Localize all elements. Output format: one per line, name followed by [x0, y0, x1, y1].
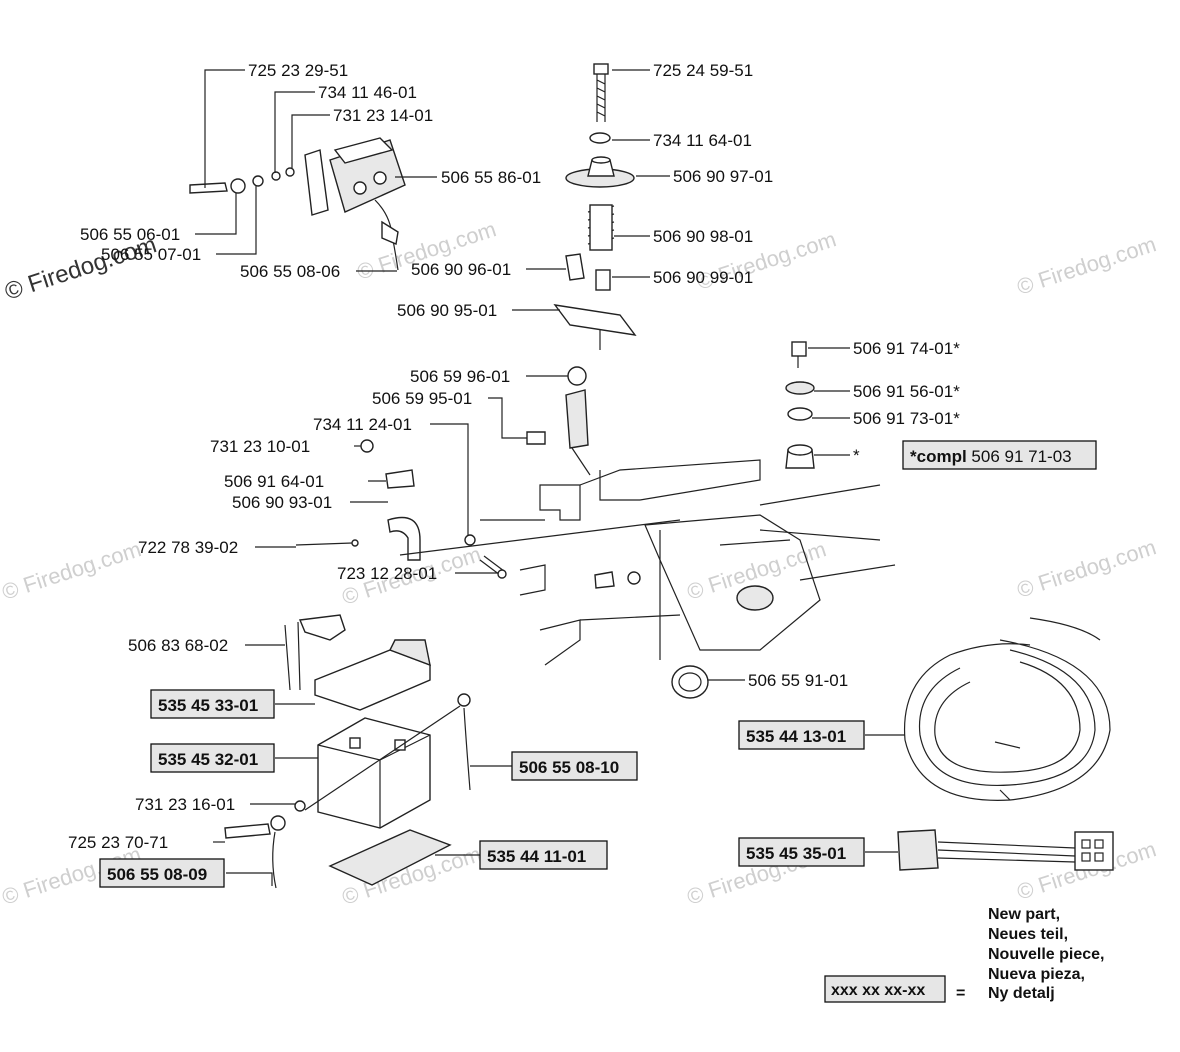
part-label: 731 23 10-01	[210, 437, 310, 456]
part-label: 725 24 59-51	[653, 61, 753, 80]
part-label: 506 91 64-01	[224, 472, 324, 491]
part-label: 734 11 64-01	[653, 131, 752, 150]
new-part-label: 535 45 35-01	[746, 844, 846, 863]
legend-line: Ny detalj	[988, 985, 1055, 1002]
part-labels: 725 23 29-51 734 11 46-01 731 23 14-01 5…	[68, 61, 960, 852]
part-label: 506 59 96-01	[410, 367, 510, 386]
part-label: 506 90 98-01	[653, 227, 753, 246]
part-label: 731 23 16-01	[135, 795, 235, 814]
part-label: 506 90 96-01	[411, 260, 511, 279]
wire-harness	[897, 617, 1114, 871]
new-part-label: 535 45 33-01	[158, 696, 258, 715]
watermark: © Firedog.com	[0, 536, 144, 604]
watermark: © Firedog.com	[1014, 231, 1159, 299]
key-switch	[785, 341, 815, 469]
legend: New part, Neues teil, Nouvelle piece, Nu…	[824, 906, 1105, 1003]
new-part-labels: 535 45 33-01 535 45 32-01 506 55 08-10 5…	[99, 440, 1097, 888]
kit-label: *compl 506 91 71-03	[910, 447, 1072, 466]
part-label: 734 11 46-01	[318, 83, 417, 102]
new-part-label: 535 45 32-01	[158, 750, 258, 769]
part-label: 506 91 74-01*	[853, 339, 960, 358]
part-label: 506 55 86-01	[441, 168, 541, 187]
part-label: 506 90 93-01	[232, 493, 332, 512]
new-part-label: 506 55 08-09	[107, 865, 207, 884]
legend-sample: xxx xx xx-xx	[831, 982, 925, 999]
part-label: 506 90 97-01	[673, 167, 773, 186]
legend-equals: =	[956, 985, 965, 1002]
frame-body	[480, 459, 896, 699]
part-label: 725 23 70-71	[68, 833, 168, 852]
new-part-label: 535 44 13-01	[746, 727, 846, 746]
part-label: *	[853, 446, 860, 465]
part-label: 506 83 68-02	[128, 636, 228, 655]
new-part-label: 535 44 11-01	[487, 847, 586, 866]
legend-line: New part,	[988, 906, 1060, 923]
part-label: 722 78 39-02	[138, 538, 238, 557]
part-label: 506 90 99-01	[653, 268, 753, 287]
part-label: 506 55 07-01	[101, 245, 201, 264]
part-label: 506 59 95-01	[372, 389, 472, 408]
part-label: 506 90 95-01	[397, 301, 497, 320]
part-label: 723 12 28-01	[337, 564, 437, 583]
legend-line: Neues teil,	[988, 926, 1068, 943]
linkage-parts	[295, 439, 507, 579]
part-label: 506 55 91-01	[748, 671, 848, 690]
legend-line: Nueva pieza,	[988, 966, 1085, 983]
part-label: 731 23 14-01	[333, 106, 433, 125]
watermark: © Firedog.com	[1014, 534, 1159, 602]
part-label: 506 91 73-01*	[853, 409, 960, 428]
part-label: 725 23 29-51	[248, 61, 348, 80]
part-label: 734 11 24-01	[313, 415, 412, 434]
legend-line: Nouvelle piece,	[988, 946, 1105, 963]
new-part-label: 506 55 08-10	[519, 758, 619, 777]
part-label: 506 55 08-06	[240, 262, 340, 281]
part-label: 506 91 56-01*	[853, 382, 960, 401]
shift-lever	[526, 366, 591, 476]
leader-lines	[195, 69, 905, 886]
shift-stack	[553, 63, 637, 350]
part-label: 506 55 06-01	[80, 225, 180, 244]
solenoid-assembly	[189, 137, 406, 271]
